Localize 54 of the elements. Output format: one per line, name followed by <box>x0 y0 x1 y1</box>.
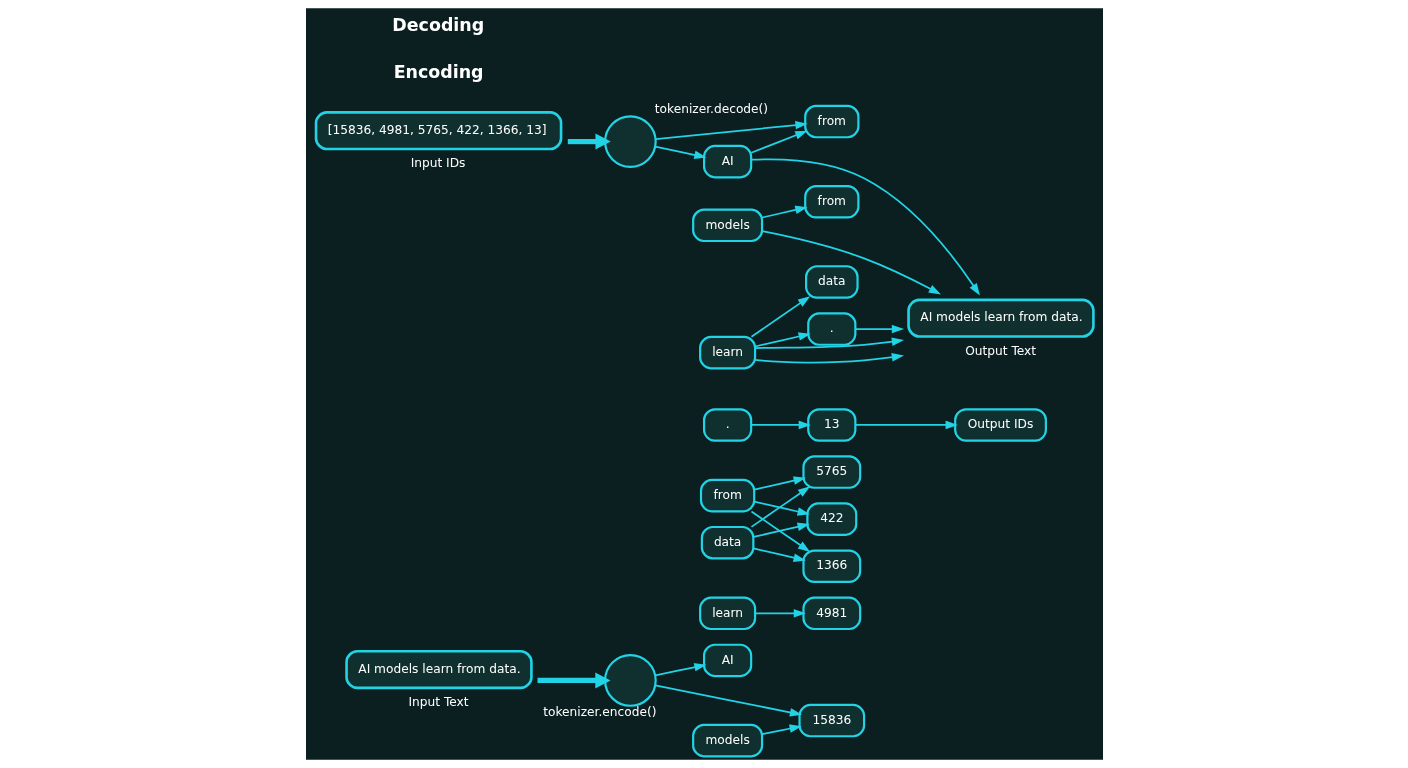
arrow <box>854 420 958 430</box>
arrow <box>753 609 806 618</box>
node-box: 1366 <box>801 549 861 584</box>
arrow <box>654 145 707 160</box>
node-box: . <box>806 312 856 346</box>
arrow <box>752 522 810 538</box>
node-box: 15836 <box>797 703 865 738</box>
arrow <box>653 684 802 717</box>
node-box: models <box>691 208 763 243</box>
node-label: Input IDs <box>410 156 465 171</box>
arrow <box>749 130 807 154</box>
arrow <box>654 120 808 140</box>
arrow <box>753 353 904 364</box>
node-box: data <box>804 265 859 299</box>
arrow <box>750 510 810 552</box>
node-box: . <box>702 408 752 442</box>
node-box: AI <box>702 643 752 678</box>
node-box: from <box>699 478 755 513</box>
arrow <box>760 724 802 735</box>
node-label: Output Text <box>964 343 1036 358</box>
arrow <box>537 672 610 689</box>
arrow <box>760 205 807 219</box>
arrow <box>749 158 980 296</box>
node-box: 13 <box>806 408 856 442</box>
node-box: Output IDs <box>953 408 1047 442</box>
node-circle <box>603 115 657 168</box>
node-box: data <box>700 525 754 560</box>
label: Encoding <box>393 61 484 82</box>
node-box: learn <box>698 596 756 631</box>
node-label: tokenizer.encode() <box>542 704 656 719</box>
node-box: from <box>803 104 859 139</box>
node-box: 5765 <box>801 455 861 489</box>
node-label: Input Text <box>407 694 469 709</box>
arrow <box>749 420 811 430</box>
node-box: AI <box>702 144 752 179</box>
arrow <box>750 486 810 528</box>
arrow <box>750 296 810 338</box>
arrow <box>760 230 941 295</box>
arrow <box>752 500 810 516</box>
node-circle <box>603 654 657 707</box>
label: Decoding <box>391 14 484 35</box>
arrow <box>854 324 904 334</box>
node-label: tokenizer.decode() <box>654 101 768 116</box>
node-box: learn <box>698 335 756 370</box>
node-box: models <box>691 723 763 758</box>
arrow <box>752 476 806 491</box>
node-box: 422 <box>805 502 857 536</box>
node-box: from <box>803 184 859 219</box>
arrow <box>567 133 611 150</box>
arrow <box>752 547 806 562</box>
arrow <box>654 663 707 677</box>
node-box: 4981 <box>801 596 861 631</box>
arrow <box>753 332 811 348</box>
arrow <box>753 337 904 349</box>
